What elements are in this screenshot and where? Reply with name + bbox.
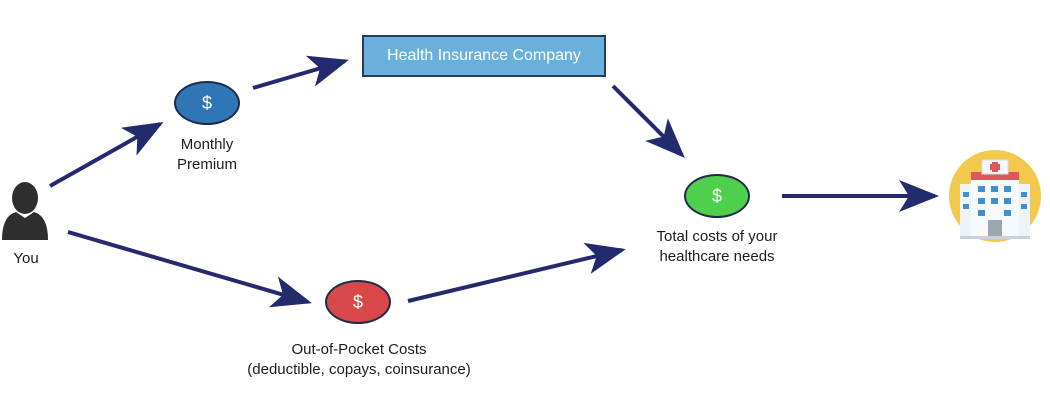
oop-coin-icon: $ xyxy=(325,280,391,324)
arrow-insurer-to-total xyxy=(611,84,685,158)
premium-dollar-symbol: $ xyxy=(201,92,212,113)
insurer-box: Health Insurance Company xyxy=(362,35,606,77)
oop-label: Out-of-Pocket Costs (deductible, copays,… xyxy=(212,340,506,380)
total-label-line1: Total costs of your xyxy=(656,228,778,245)
premium-label-line2: Premium xyxy=(176,156,237,173)
hospital-icon xyxy=(949,150,1041,242)
premium-label: Monthly Premium xyxy=(150,135,264,175)
total-dollar-symbol: $ xyxy=(711,185,722,206)
total-label: Total costs of your healthcare needs xyxy=(628,227,806,267)
arrows xyxy=(49,55,939,308)
total-label-line2: healthcare needs xyxy=(659,248,775,265)
you-label: You xyxy=(13,250,39,267)
arrow-premium-to-insurer xyxy=(252,55,349,90)
total-coin-icon: $ xyxy=(684,174,750,218)
arrow-oop-to-total xyxy=(407,242,626,303)
premium-label-line1: Monthly xyxy=(180,136,234,153)
insurer-label: Health Insurance Company xyxy=(387,47,581,64)
person-icon xyxy=(2,182,48,240)
arrow-you-to-premium xyxy=(49,122,164,188)
premium-coin-icon: $ xyxy=(174,81,240,125)
oop-label-line2: (deductible, copays, coinsurance) xyxy=(247,361,471,378)
oop-label-line1: Out-of-Pocket Costs xyxy=(291,341,427,358)
oop-dollar-symbol: $ xyxy=(352,291,363,312)
arrow-you-to-oop xyxy=(67,230,312,308)
